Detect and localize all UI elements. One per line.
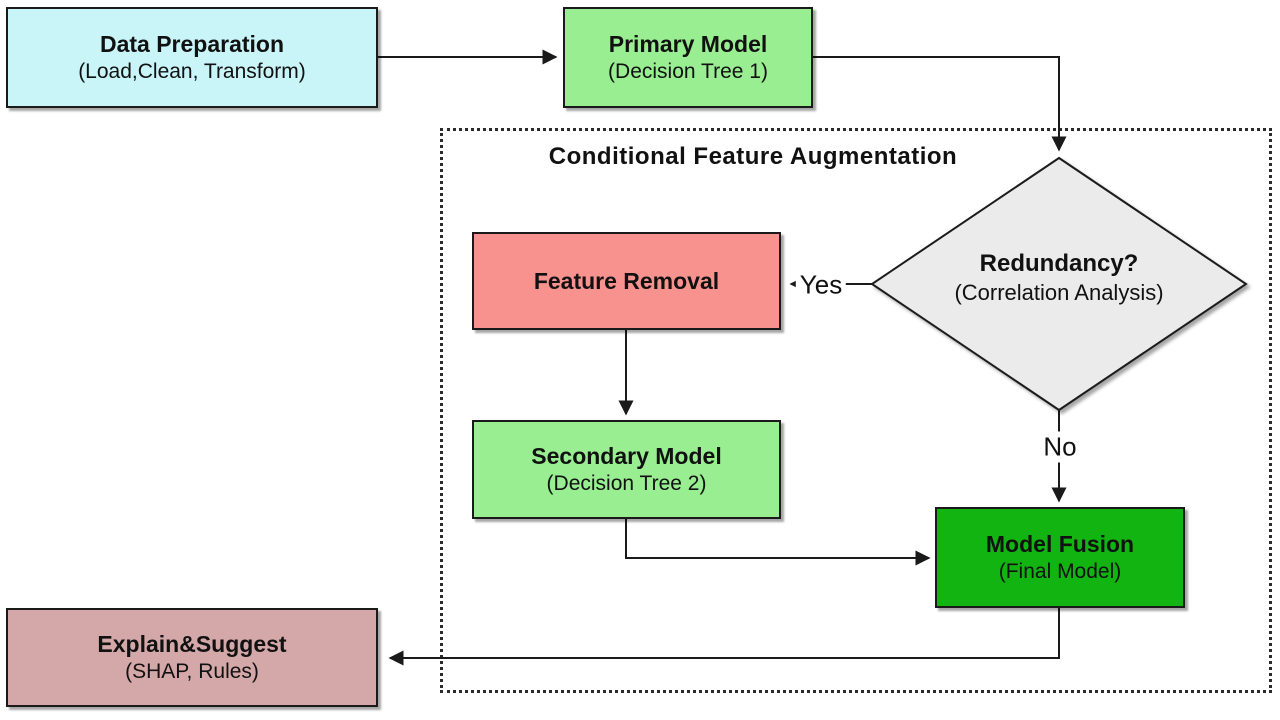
redundancy-label: Redundancy? (Correlation Analysis): [900, 248, 1218, 308]
edge-primary-to-redundancy: [813, 56, 1067, 152]
node-subtitle: (Final Model): [998, 559, 1122, 583]
node-title: Primary Model: [608, 31, 768, 57]
node-subtitle: (SHAP, Rules): [125, 659, 259, 683]
node-feature-removal: Feature Removal: [472, 232, 781, 330]
node-title: Data Preparation: [99, 31, 285, 57]
node-subtitle: (Load,Clean, Transform): [78, 59, 306, 83]
edge-secondary-to-fusion: [625, 519, 931, 566]
node-title: Secondary Model: [531, 443, 722, 469]
edge-label-no: No: [1039, 431, 1081, 463]
node-secondary-model: Secondary Model (Decision Tree 2): [472, 420, 781, 519]
node-primary-model: Primary Model (Decision Tree 1): [563, 7, 813, 108]
node-data-preparation: Data Preparation (Load,Clean, Transform): [6, 7, 378, 108]
redundancy-subtitle: (Correlation Analysis): [954, 280, 1164, 306]
node-explain-suggest: Explain&Suggest (SHAP, Rules): [6, 608, 378, 707]
node-subtitle: (Decision Tree 1): [608, 59, 768, 83]
edge-fusion-to-explain: [388, 608, 1060, 666]
node-title: Feature Removal: [533, 267, 720, 294]
conditional-feature-augmentation-group: Conditional Feature Augmentation: [440, 128, 1272, 693]
edge-label-yes: Yes: [795, 269, 847, 301]
group-title: Conditional Feature Augmentation: [548, 143, 958, 170]
redundancy-title: Redundancy?: [979, 250, 1139, 277]
node-subtitle: (Decision Tree 2): [546, 471, 707, 495]
node-model-fusion: Model Fusion (Final Model): [935, 507, 1185, 608]
node-title: Model Fusion: [985, 531, 1135, 557]
node-title: Explain&Suggest: [97, 631, 287, 657]
node-redundancy-diamond: [870, 156, 1248, 412]
